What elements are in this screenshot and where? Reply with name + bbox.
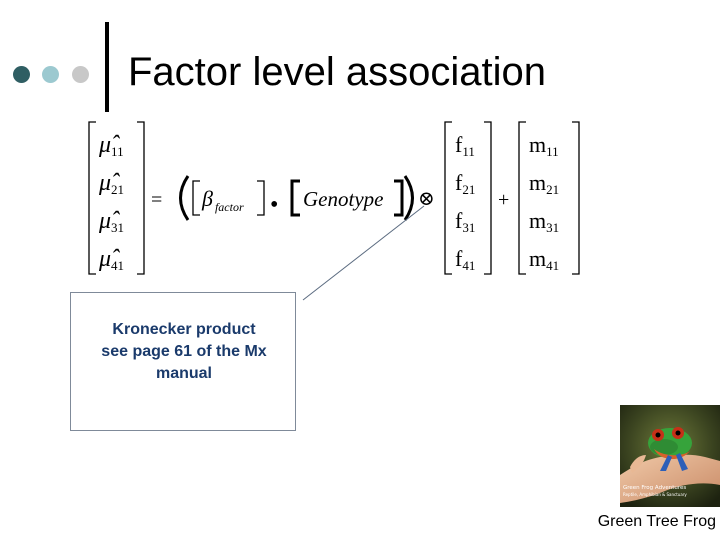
- dot-operator: •: [270, 192, 278, 218]
- m-sub-31: 31: [546, 220, 559, 235]
- equals-sign: =: [151, 189, 162, 211]
- callout-box: Kronecker product see page 61 of the Mx …: [70, 292, 296, 431]
- plus-sign: +: [498, 189, 509, 211]
- mu-sub-21: 21: [111, 182, 124, 197]
- f-sub-21: 21: [462, 182, 475, 197]
- m-symbol: m: [529, 208, 546, 233]
- kronecker-operator: ⊗: [418, 188, 435, 210]
- mu-sub-11: 11: [111, 144, 124, 159]
- f-symbol: f: [455, 170, 463, 195]
- genotype-label: Genotype: [303, 187, 383, 211]
- m-sub-41: 41: [546, 258, 559, 273]
- m-symbol: m: [529, 246, 546, 271]
- photo-watermark-line1: Green Frog Adventures: [623, 485, 686, 491]
- callout-text: Kronecker product see page 61 of the Mx …: [101, 321, 267, 382]
- svg-text:μ̂41: μ̂41: [98, 246, 124, 273]
- svg-text:f21: f21: [455, 170, 475, 197]
- f-symbol: f: [455, 208, 463, 233]
- decor-dot-grey: [72, 66, 89, 83]
- svg-text:f41: f41: [455, 246, 475, 273]
- svg-text:m21: m21: [529, 170, 559, 197]
- f-sub-11: 11: [462, 144, 475, 159]
- slide-title: Factor level association: [128, 50, 546, 94]
- svg-text:f11: f11: [455, 132, 475, 159]
- svg-text:m41: m41: [529, 246, 559, 273]
- m-symbol: m: [529, 170, 546, 195]
- m-sub-21: 21: [546, 182, 559, 197]
- svg-text:m11: m11: [529, 132, 559, 159]
- m-symbol: m: [529, 132, 546, 157]
- mu-sub-41: 41: [111, 258, 124, 273]
- svg-text:μ̂11: μ̂11: [98, 132, 124, 159]
- svg-text:f31: f31: [455, 208, 475, 235]
- m-sub-11: 11: [546, 144, 559, 159]
- svg-text:m31: m31: [529, 208, 559, 235]
- photo-caption: Green Tree Frog: [597, 513, 716, 530]
- f-vector: f11 f21 f31 f41: [455, 132, 475, 273]
- frog-photo: Green Frog Adventures Reptile, Amphibian…: [620, 405, 720, 507]
- f-sub-41: 41: [462, 258, 475, 273]
- svg-text:μ̂31: μ̂31: [98, 208, 124, 235]
- svg-text:μ̂21: μ̂21: [98, 170, 124, 197]
- decor-dot-light: [42, 66, 59, 83]
- m-vector: m11 m21 m31 m41: [529, 132, 559, 273]
- beta-subscript: factor: [215, 200, 244, 214]
- decor-dot-dark: [13, 66, 30, 83]
- f-symbol: f: [455, 246, 463, 271]
- mu-sub-31: 31: [111, 220, 124, 235]
- mu-hat-vector: μ̂11 μ̂21 μ̂31 μ̂41: [98, 132, 124, 273]
- title-divider-bar: [105, 22, 109, 112]
- f-symbol: f: [455, 132, 463, 157]
- beta-symbol: β: [201, 186, 213, 211]
- photo-watermark-line2: Reptile, Amphibian & Sanctuary: [623, 492, 687, 497]
- f-sub-31: 31: [462, 220, 475, 235]
